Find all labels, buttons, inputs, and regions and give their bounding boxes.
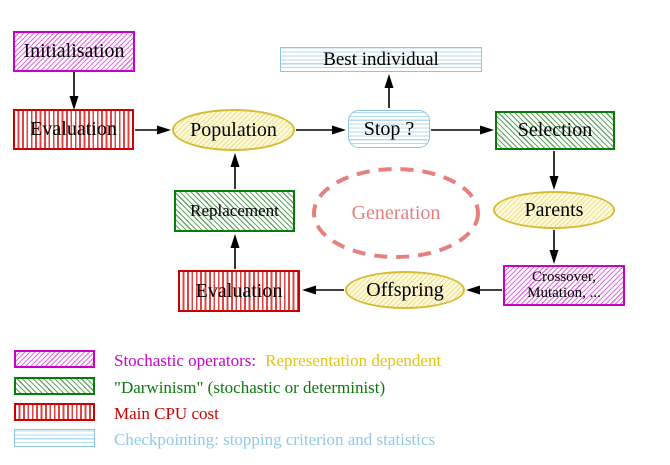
legend-note-representation: Representation dependent: [265, 351, 442, 370]
legend-label-darwinism: "Darwinism" (stochastic or determinist): [114, 378, 386, 397]
node-evaluation-bottom: Evaluation: [178, 270, 300, 312]
node-initialisation-label: Initialisation: [23, 40, 125, 62]
node-crossover-mutation: Crossover, Mutation, ...: [503, 265, 625, 306]
node-initialisation: Initialisation: [13, 31, 135, 72]
node-population-label: Population: [190, 118, 277, 141]
node-replacement: Replacement: [174, 190, 295, 232]
node-best-individual-label: Best individual: [323, 48, 439, 70]
node-evaluation-top: Evaluation: [13, 109, 134, 150]
node-stop-label: Stop ?: [363, 117, 415, 140]
node-crossover-label: Crossover,: [532, 268, 596, 285]
node-replacement-label: Replacement: [190, 201, 279, 221]
node-stop: Stop ?: [348, 110, 430, 148]
legend-label-checkpointing: Checkpointing: stopping criterion and st…: [114, 430, 436, 449]
node-evaluation-top-label: Evaluation: [30, 118, 117, 140]
legend-item-darwinism: "Darwinism" (stochastic or determinist): [114, 378, 385, 397]
legend-label-stochastic: Stochastic operators:: [114, 351, 257, 370]
node-selection-label: Selection: [517, 119, 593, 141]
node-generation: Generation: [313, 170, 479, 256]
legend-swatch-stochastic: [14, 350, 95, 368]
legend-item-checkpointing: Checkpointing: stopping criterion and st…: [114, 430, 435, 449]
node-mutation-label: Mutation, ...: [527, 284, 601, 301]
node-parents-label: Parents: [524, 198, 584, 221]
node-best-individual: Best individual: [280, 47, 482, 72]
legend-swatch-cpu-cost: [14, 403, 95, 421]
legend-label-cpu-cost: Main CPU cost: [114, 404, 219, 423]
node-offspring: Offspring: [345, 271, 465, 309]
node-offspring-label: Offspring: [366, 278, 444, 301]
legend-swatch-darwinism: [14, 377, 95, 395]
legend-item-stochastic: Stochastic operators: Representation depe…: [114, 351, 441, 370]
legend-swatch-checkpointing: [14, 429, 95, 447]
node-evaluation-bottom-label: Evaluation: [195, 279, 283, 302]
node-generation-label: Generation: [351, 201, 441, 224]
node-parents: Parents: [493, 191, 615, 229]
node-population: Population: [172, 109, 295, 151]
node-selection: Selection: [495, 111, 615, 150]
legend-item-cpu-cost: Main CPU cost: [114, 404, 219, 423]
